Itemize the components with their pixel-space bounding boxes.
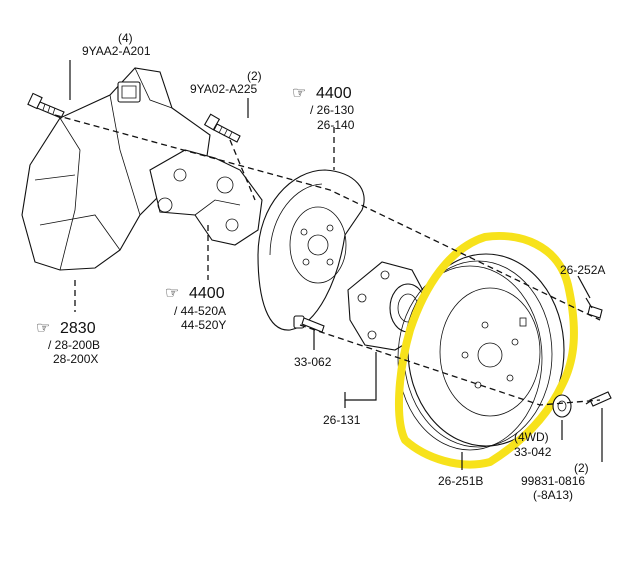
label-4400-top-sub1: / 26-130 [310,103,354,117]
label-bolt-mid: 9YA02-A225 [190,82,257,96]
label-bolt-top-qty: (4) [118,31,133,45]
wheel-stud [585,391,612,407]
label-4400-left-sub2: 44-520Y [181,318,226,332]
label-stud: 99831-0816 [521,474,585,488]
label-2830-sub1: / 28-200B [48,338,100,352]
rotor-screw [585,297,603,319]
label-4400-left-sub1: / 44-520A [174,304,226,318]
pointing-hand-icon: ☞ [292,85,306,102]
label-bolt-mid-qty: (2) [247,69,262,83]
label-stud-sub: (-8A13) [533,488,573,502]
bracket-block [117,81,141,103]
bracket-26-131 [344,352,377,401]
pointing-hand-icon: ☞ [165,285,179,302]
dust-shield [257,169,365,331]
axis-line-top [54,114,601,321]
axis-line-bottom [299,324,601,406]
label-rotor-screw: 26-252A [560,263,605,277]
knuckle [149,149,263,246]
label-hub: 26-131 [323,413,361,427]
knuckle-assembly [21,67,263,271]
hub-nut [552,394,572,418]
label-stud-qty: (2) [574,461,589,475]
label-4400-top: 4400 [316,85,352,102]
label-hub-bolt: 33-062 [294,355,332,369]
brake-rotor [397,253,565,451]
label-2830: 2830 [60,320,96,337]
bolt-9ya02 [203,113,241,143]
ref-4400-top[interactable]: ☞ 4400 / 26-130 26-140 [292,85,355,132]
rotor-highlight [395,232,578,469]
ref-2830[interactable]: ☞ 2830 / 28-200B 28-200X [36,320,100,366]
label-4400-left: 4400 [189,285,225,302]
pointing-hand-icon: ☞ [36,320,50,337]
label-4400-top-sub2: 26-140 [317,118,355,132]
label-2830-sub2: 28-200X [53,352,98,366]
ref-4400-left[interactable]: ☞ 4400 / 44-520A 44-520Y [165,285,226,332]
label-bolt-top: 9YAA2-A201 [82,44,151,58]
label-rotor: 26-251B [438,474,483,488]
bolt-9yaa2 [27,92,65,119]
label-nut-note: (4WD) [514,430,549,444]
label-nut: 33-042 [514,445,552,459]
